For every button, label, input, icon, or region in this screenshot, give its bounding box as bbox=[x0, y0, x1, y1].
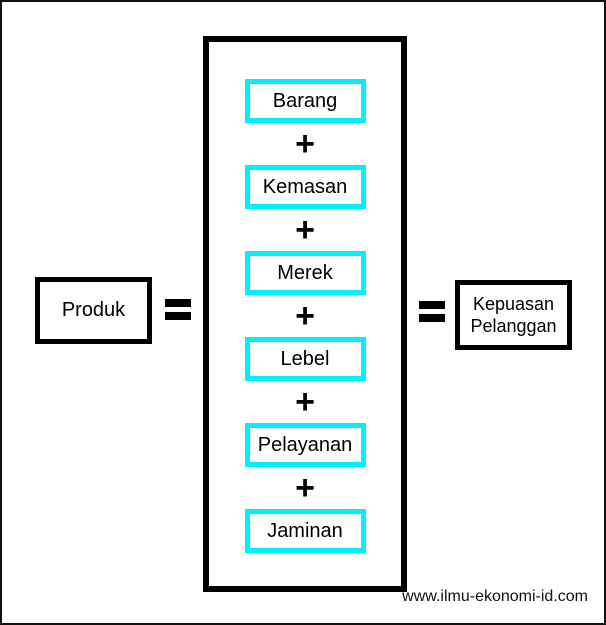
component-label: Kemasan bbox=[262, 175, 348, 198]
produk-label: Produk bbox=[61, 299, 126, 321]
plus-sign: + bbox=[295, 211, 315, 249]
component-box-barang: Barang bbox=[244, 79, 366, 123]
plus-sign: + bbox=[295, 125, 315, 163]
components-container: Barang + Kemasan + Merek + Lebel + Pelay… bbox=[203, 36, 407, 592]
equals-bar bbox=[165, 299, 191, 307]
component-label: Merek bbox=[277, 261, 333, 284]
plus-sign: + bbox=[295, 297, 315, 335]
component-box-pelayanan: Pelayanan bbox=[244, 423, 366, 467]
component-label: Jaminan bbox=[267, 519, 343, 542]
component-box-merek: Merek bbox=[244, 251, 366, 295]
equals-sign-right: = bbox=[419, 301, 445, 322]
equals-bar bbox=[419, 301, 445, 309]
component-label: Barang bbox=[272, 89, 338, 112]
kepuasan-pelanggan-box: Kepuasan Pelanggan bbox=[455, 280, 572, 350]
kepuasan-pelanggan-label: Kepuasan Pelanggan bbox=[470, 294, 557, 336]
component-box-jaminan: Jaminan bbox=[244, 509, 366, 553]
plus-sign: + bbox=[295, 469, 315, 507]
component-label: Lebel bbox=[280, 347, 330, 370]
equals-bar bbox=[419, 314, 445, 322]
equals-bar bbox=[165, 312, 191, 320]
produk-box: Produk bbox=[35, 277, 152, 344]
plus-sign: + bbox=[295, 383, 315, 421]
component-box-kemasan: Kemasan bbox=[244, 165, 366, 209]
equals-sign-left: = bbox=[165, 299, 191, 320]
component-label: Pelayanan bbox=[257, 433, 353, 456]
component-box-lebel: Lebel bbox=[244, 337, 366, 381]
watermark-text: www.ilmu-ekonomi-id.com bbox=[402, 588, 588, 605]
